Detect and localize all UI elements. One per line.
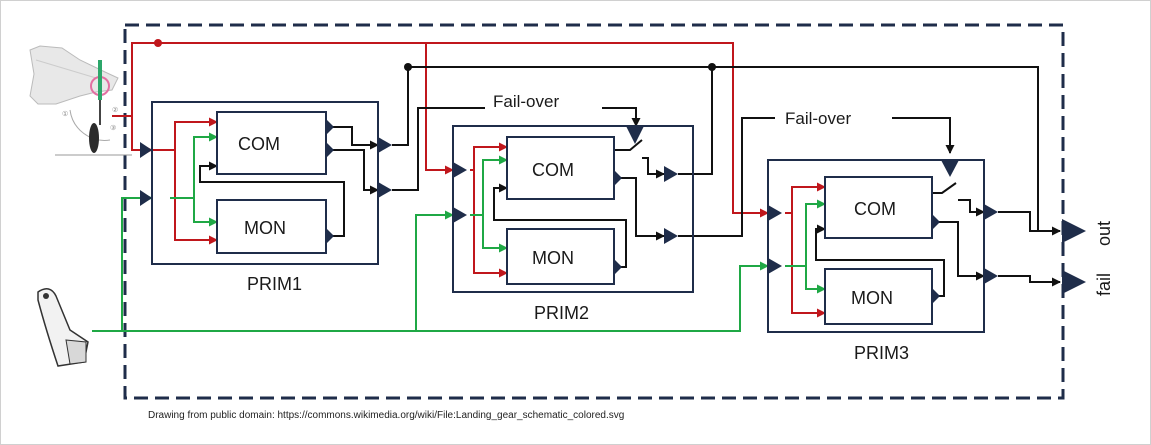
image-credit: Drawing from public domain: https://comm… [148,410,625,421]
svg-text:②: ② [112,106,118,114]
prim2-mon-label: MON [532,248,574,268]
out-output-triangle [1062,219,1086,243]
svg-text:①: ① [62,110,68,118]
failover-label-2: Fail-over [785,109,851,128]
prim2-com-label: COM [532,160,574,180]
prim3-mon-label: MON [851,288,893,308]
system-boundary [123,23,1065,400]
prim3-com-label: COM [854,199,896,219]
prim3-com-block [824,176,933,239]
fail-output-triangle [1062,270,1086,294]
prim2-com-block [506,136,615,200]
out-label: out [1094,221,1114,246]
svg-text:③: ③ [110,124,116,132]
prim1-com-block [216,111,327,175]
prim1-name: PRIM1 [247,274,302,294]
red-signal-wires [112,39,826,318]
failover-label-1: Fail-over [493,92,559,111]
prim2-name: PRIM2 [534,303,589,323]
prim3-mon-block [824,268,933,325]
prim3-unit [767,159,998,333]
pedal-icon [37,288,89,367]
prim1-unit [140,101,392,265]
prim2-unit [452,125,694,293]
landing-gear-lever-icon: ① ② ③ [29,45,132,156]
prim2-mon-block [506,228,615,285]
prim1-com-label: COM [238,134,280,154]
black-signal-wires [199,63,1061,297]
prim1-mon-block [216,199,327,254]
fail-label: fail [1094,273,1114,296]
prim3-name: PRIM3 [854,343,909,363]
prim1-mon-label: MON [244,218,286,238]
